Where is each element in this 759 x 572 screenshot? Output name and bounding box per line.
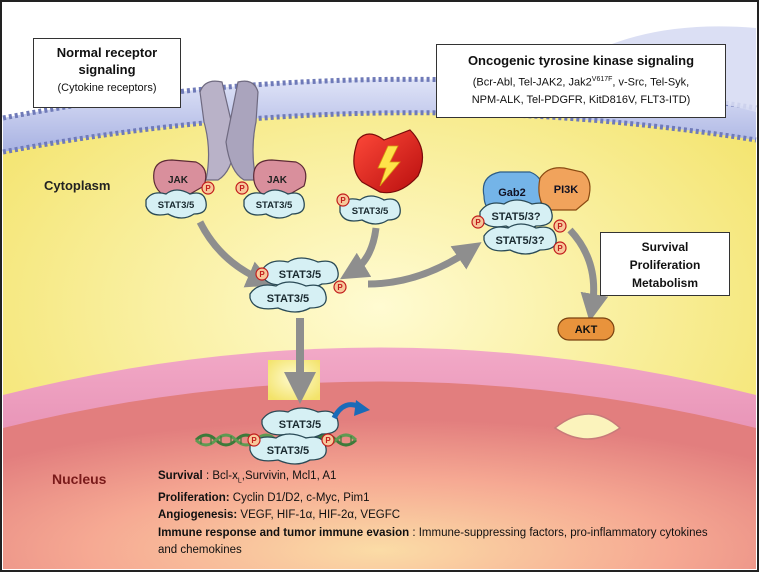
stat-right: STAT3/5 xyxy=(243,189,305,219)
p-label: P xyxy=(239,184,245,193)
p-label: P xyxy=(325,436,331,445)
oncogenic-box: Oncogenic tyrosine kinase signaling (Bcr… xyxy=(436,44,726,118)
stat53-top-label: STAT5/3? xyxy=(491,211,540,223)
phospho-markers: P P P P P P P P P P xyxy=(201,181,567,447)
stat-right-label: STAT3/5 xyxy=(256,200,293,211)
oncogenic-title: Oncogenic tyrosine kinase signaling xyxy=(467,53,695,68)
target-gene-list: Survival : Bcl-xL,Survivin, Mcl1, A1 Pro… xyxy=(158,468,718,560)
p-label: P xyxy=(251,436,257,445)
outcome-proliferation: Proliferation xyxy=(629,258,701,272)
p-nuc-top: P xyxy=(247,433,261,447)
normal-receptor-subtitle: (Cytokine receptors) xyxy=(57,82,157,94)
pi3k-label: PI3K xyxy=(554,184,579,196)
jak-left: JAK xyxy=(153,159,207,195)
gab2-label: Gab2 xyxy=(498,187,526,199)
p-label: P xyxy=(340,196,346,205)
stat-dimer-nucleus: STAT3/5 STAT3/5 xyxy=(249,407,339,465)
nuclear-pore xyxy=(268,360,320,400)
normal-receptor-title-1: Normal receptor xyxy=(56,45,158,60)
nucleus-label: Nucleus xyxy=(52,471,107,487)
dimer-bottom-label: STAT3/5 xyxy=(267,293,309,305)
pi3k: PI3K xyxy=(538,167,591,211)
cytokine-receptor-dimer xyxy=(199,80,259,181)
oncogenic-list-1: (Bcr-Abl, Tel-JAK2, Jak2V617F, v-Src, Te… xyxy=(472,76,690,89)
p-jak-left: P xyxy=(201,181,215,195)
target-angiogenesis: Angiogenesis: VEGF, HIF-1α, HIF-2α, VEGF… xyxy=(158,509,401,522)
p-label: P xyxy=(475,218,481,227)
arrow-oncogene-to-dimer xyxy=(339,227,380,280)
jak-right-label: JAK xyxy=(267,175,288,186)
p-stat53-bottom: P xyxy=(553,241,567,255)
nuc-top-label: STAT3/5 xyxy=(279,419,321,431)
oncogenic-list-2: NPM-ALK, Tel-PDGFR, KitD816V, FLT3-ITD) xyxy=(471,93,691,106)
stat-single: STAT3/5 xyxy=(339,195,401,225)
outcomes-box: Survival Proliferation Metabolism xyxy=(600,232,730,296)
akt: AKT xyxy=(557,317,615,341)
nuc-bottom-label: STAT3/5 xyxy=(267,445,309,457)
stat-left-label: STAT3/5 xyxy=(158,200,195,211)
p-dimer-bottom: P xyxy=(333,280,347,294)
p-label: P xyxy=(337,283,343,292)
outcome-survival: Survival xyxy=(641,240,689,254)
p-label: P xyxy=(557,244,563,253)
stat53-bottom-label: STAT5/3? xyxy=(495,235,544,247)
jak-right: JAK xyxy=(253,159,307,195)
nucleolus xyxy=(553,413,622,440)
arrow-pi3k-to-akt xyxy=(567,227,609,322)
stat-dimer-cytoplasm: STAT3/5 STAT3/5 xyxy=(249,257,339,313)
stat53-dimer: STAT5/3? STAT5/3? xyxy=(479,199,557,255)
p-stat53-top: P xyxy=(553,219,567,233)
p-label: P xyxy=(557,222,563,231)
stat-left: STAT3/5 xyxy=(145,189,207,219)
target-proliferation: Proliferation: Cyclin D1/D2, c-Myc, Pim1 xyxy=(158,491,370,504)
dimer-top-label: STAT3/5 xyxy=(279,269,321,281)
cytoplasm-label: Cytoplasm xyxy=(44,178,111,193)
akt-label: AKT xyxy=(575,324,598,336)
oncogenic-kinase-icon xyxy=(353,129,424,194)
p-dimer-top: P xyxy=(255,267,269,281)
stat-single-label: STAT3/5 xyxy=(352,206,389,217)
jak-left-label: JAK xyxy=(168,175,189,186)
p-label: P xyxy=(205,184,211,193)
outcome-metabolism: Metabolism xyxy=(631,276,698,290)
arrow-receptor-to-dimer xyxy=(196,220,275,288)
p-label: P xyxy=(259,270,265,279)
arrow-dimer-to-gab2 xyxy=(367,242,482,288)
target-immune: Immune response and tumor immune evasion… xyxy=(158,526,708,557)
p-nuc-bottom: P xyxy=(321,433,335,447)
target-survival: Survival : Bcl-xL,Survivin, Mcl1, A1 xyxy=(158,470,337,485)
normal-receptor-box: Normal receptor signaling (Cytokine rece… xyxy=(33,38,181,108)
p-gab2: P xyxy=(471,215,485,229)
normal-receptor-title-2: signaling xyxy=(78,62,136,77)
p-jak-right: P xyxy=(235,181,249,195)
p-single: P xyxy=(336,193,350,207)
